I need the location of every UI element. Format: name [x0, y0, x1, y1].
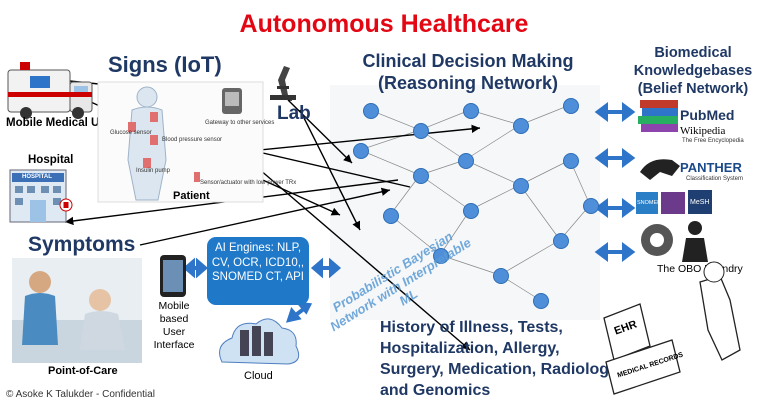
network-node — [433, 248, 449, 264]
mesh-text: MeSH — [690, 199, 710, 206]
hospital-sign: HOSPITAL — [22, 174, 52, 180]
copyright-notice: © Asoke K Talukder - Confidential — [6, 389, 155, 400]
insulin-label: Insulin pump — [136, 168, 171, 174]
gateway-label: Gateway to other services — [205, 120, 275, 126]
knowledgebases-heading: Biomedical Knowledgebases (Belief Networ… — [633, 45, 753, 97]
network-node — [463, 203, 479, 219]
blacksmith-icon — [682, 221, 708, 262]
symptoms-heading: Symptoms — [28, 233, 136, 256]
ai-engines-line: CV, OCR, ICD10,, — [211, 256, 305, 269]
books-icon — [638, 100, 678, 132]
glucose-label: Glucose sensor — [110, 130, 152, 136]
network-node — [413, 123, 429, 139]
history-heading: History of Illness, Tests, Hospitalizati… — [380, 319, 618, 399]
mobile-medical-unit-label: Mobile Medical Unit — [6, 117, 114, 129]
network-node — [353, 143, 369, 159]
actuator-label: Sensor/actuator with low-power TRx — [200, 180, 297, 186]
pubmed-logo: PubMed — [680, 107, 735, 123]
panther-tagline: Classification System — [686, 176, 744, 182]
page-title: Autonomous Healthcare — [239, 10, 529, 38]
network-node — [563, 98, 579, 114]
wikipedia-tagline: The Free Encyclopedia — [682, 138, 744, 144]
clinical-decision-heading: Clinical Decision Making (Reasoning Netw… — [362, 51, 574, 93]
snomed-text: SNOMED — [637, 200, 662, 206]
patient-label: Patient — [173, 190, 210, 202]
snomed-logo — [636, 192, 658, 214]
mesh-logo — [688, 190, 712, 214]
gear-icon — [641, 224, 673, 256]
hospital-label: Hospital — [28, 154, 74, 166]
mobile-ui-label: Mobile based User Interface — [153, 300, 195, 351]
kb-arrows — [182, 102, 636, 323]
ai-engines-line: SNOMED CT, API — [211, 271, 305, 283]
lab-label: Lab — [277, 103, 311, 124]
network-node — [563, 153, 579, 169]
wikipedia-logo: Wikipedia — [680, 125, 726, 137]
cloud-label: Cloud — [244, 370, 273, 382]
network-node — [583, 198, 599, 214]
ai-engines-line: AI Engines: NLP, — [214, 242, 302, 254]
network-node — [383, 208, 399, 224]
network-panel — [330, 85, 600, 320]
bp-label: Blood pressure sensor — [162, 137, 223, 143]
network-node — [493, 268, 509, 284]
point-of-care-label: Point-of-Care — [48, 365, 118, 377]
network-node — [513, 178, 529, 194]
network-node — [363, 103, 379, 119]
network-node — [513, 118, 529, 134]
network-node — [533, 293, 549, 309]
network-node — [553, 233, 569, 249]
signs-heading: Signs (IoT) — [108, 52, 222, 77]
network-node — [413, 168, 429, 184]
network-node — [463, 103, 479, 119]
panther-logo: PANTHER — [680, 160, 742, 175]
ontology-logo — [661, 192, 685, 214]
network-node — [458, 153, 474, 169]
ai-engines-box: AI Engines: NLP, CV, OCR, ICD10,, SNOMED… — [207, 237, 309, 305]
panther-icon — [640, 159, 680, 180]
